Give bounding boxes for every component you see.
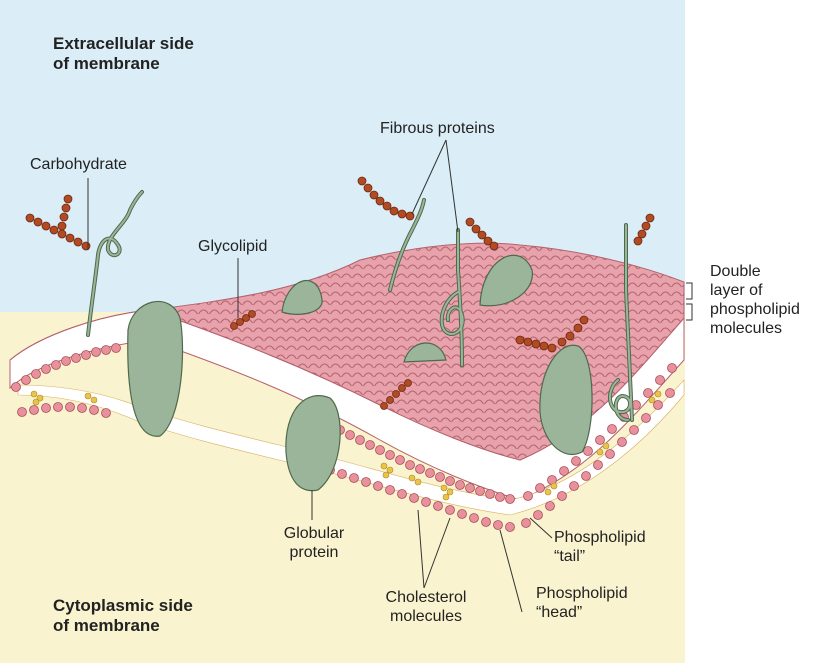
phospholipid-head-line1: Phospholipid <box>536 584 628 603</box>
fibrous-proteins-label: Fibrous proteins <box>380 119 495 138</box>
cytoplasmic-label: Cytoplasmic side of membrane <box>53 596 193 636</box>
cholesterol-line1: Cholesterol <box>376 588 476 607</box>
extracellular-label-line1: Extracellular side <box>53 34 194 54</box>
double-layer-line2: layer of <box>710 281 800 300</box>
globular-protein-line1: Globular <box>272 524 356 543</box>
phospholipid-head-label: Phospholipid “head” <box>536 584 628 622</box>
double-layer-line3: phospholipid <box>710 300 800 319</box>
double-layer-label: Double layer of phospholipid molecules <box>710 262 800 338</box>
extracellular-label-line2: of membrane <box>53 54 194 74</box>
cholesterol-line2: molecules <box>376 607 476 626</box>
cytoplasmic-label-line2: of membrane <box>53 616 193 636</box>
globular-protein <box>286 396 340 491</box>
double-layer-line4: molecules <box>710 319 800 338</box>
globular-protein-label: Globular protein <box>272 524 356 562</box>
globular-protein <box>128 301 183 436</box>
extracellular-label: Extracellular side of membrane <box>53 34 194 74</box>
phospholipid-tail-line2: “tail” <box>554 547 646 566</box>
cytoplasmic-label-line1: Cytoplasmic side <box>53 596 193 616</box>
double-layer-line1: Double <box>710 262 800 281</box>
globular-protein <box>282 281 322 315</box>
carbohydrate-label: Carbohydrate <box>30 155 127 174</box>
phospholipid-tail-label: Phospholipid “tail” <box>554 528 646 566</box>
phospholipid-tail-line1: Phospholipid <box>554 528 646 547</box>
phospholipid-head-line2: “head” <box>536 603 628 622</box>
glycolipid-label: Glycolipid <box>198 237 267 256</box>
globular-protein-line2: protein <box>272 543 356 562</box>
cholesterol-label: Cholesterol molecules <box>376 588 476 626</box>
